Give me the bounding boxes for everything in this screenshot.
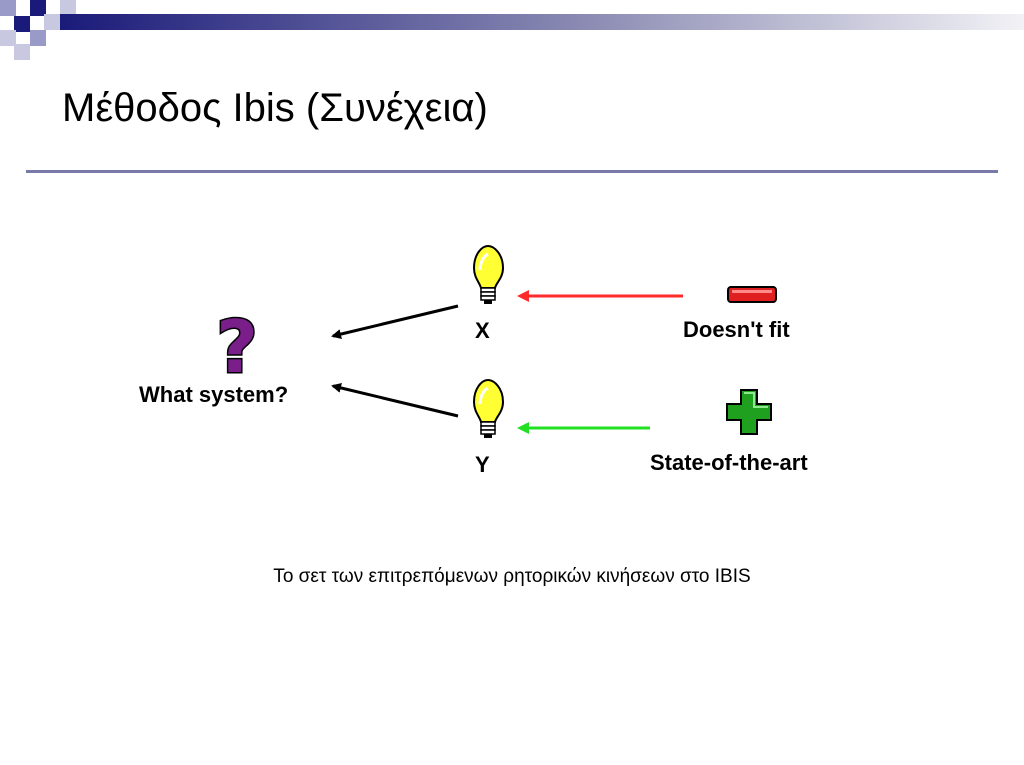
arrow-idea-x-to-question	[331, 304, 459, 339]
idea-node-label: Y	[475, 452, 490, 477]
title-divider	[26, 170, 998, 173]
diagram-caption: Το σετ των επιτρεπόμενων ρητορικών κινήσ…	[273, 566, 751, 587]
arrow-idea-y-to-question	[331, 383, 459, 418]
lightbulb-icon	[472, 244, 505, 304]
pro-argument-label: State-of-the-art	[650, 450, 808, 475]
minus-icon	[727, 286, 777, 303]
lightbulb-icon	[472, 378, 505, 438]
idea-node-label: X	[475, 318, 490, 343]
con-argument-label: Doesn't fit	[683, 317, 790, 342]
page-title: Μέθοδος Ibis (Συνέχεια)	[62, 86, 488, 130]
question-node-label: What system?	[139, 382, 289, 407]
question-mark-icon: ?	[215, 304, 260, 391]
svg-text:?: ?	[216, 305, 258, 389]
header-decoration	[0, 0, 1024, 60]
plus-icon	[726, 389, 772, 435]
